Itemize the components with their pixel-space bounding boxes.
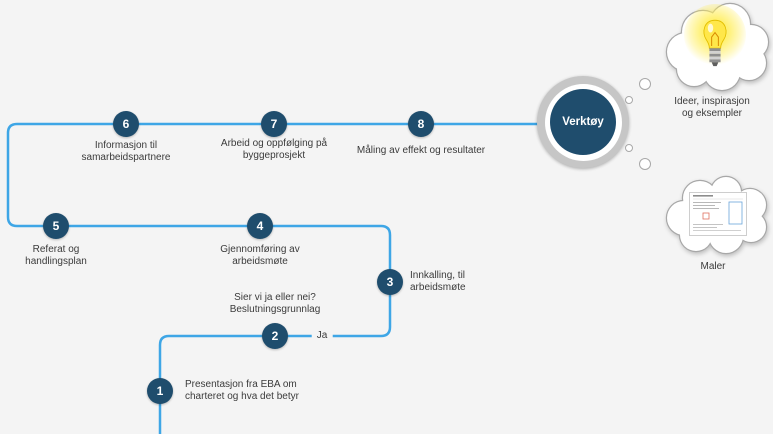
tools-hub: Verktøy (537, 76, 629, 168)
bulb-filament (711, 31, 719, 46)
step-4-label-line: Gjennomføring av (220, 244, 300, 255)
step-2-label-line: Sier vi ja eller nei? (234, 292, 316, 303)
step-6-number: 6 (122, 117, 130, 131)
step-3-label-line: Innkalling, til (410, 270, 466, 281)
step-6-label-line: Informasjon til (94, 140, 158, 151)
bulb-base-band (709, 51, 721, 54)
thumbnail-red-box (702, 212, 710, 220)
step-4-label: Gjennomføring av arbeidsmøte (220, 244, 299, 268)
process-flow-connector (6, 122, 545, 434)
step-5-number: 5 (52, 219, 60, 233)
thought-dots-ideas (625, 78, 651, 104)
thumbnail-blue-frame (728, 201, 743, 225)
step-7-label-line: Arbeid og oppfølging på (220, 138, 328, 149)
step-5-label-line: Referat og (32, 244, 80, 255)
step-8-label-line: Måling av effekt og resultater (356, 145, 486, 156)
step-3-label: Innkalling, til arbeidsmøte (410, 270, 466, 294)
thumbnail-text-line (693, 202, 721, 203)
step-4-label-line: arbeidsmøte (232, 256, 288, 267)
bulb-base-band (709, 48, 721, 52)
step-1-label-line: Presentasjon fra EBA om (185, 379, 297, 390)
thought-dot-small (625, 144, 633, 152)
step-5-node: 5 (43, 213, 69, 239)
bulb-tip (711, 62, 719, 67)
tools-hub-core: Verktøy (550, 89, 616, 155)
thumbnail-page (689, 192, 747, 236)
step-2-node: 2 (262, 323, 288, 349)
step-1-label-line: charteret og hva det betyr (185, 391, 299, 402)
template-document-icon (689, 192, 747, 236)
step-1-label: Presentasjon fra EBA om charteret og hva… (185, 379, 299, 403)
step-7-label: Arbeid og oppfølging på byggeprosjekt (221, 138, 327, 162)
step-8-number: 8 (417, 117, 425, 131)
step-6-label-line: samarbeidspartnere (81, 152, 171, 163)
step-5-label: Referat og handlingsplan (25, 244, 87, 268)
bulb-base-band (709, 56, 721, 60)
bulb-base-band (709, 59, 721, 63)
step-1-number: 1 (156, 384, 164, 398)
thumbnail-text-line (693, 227, 717, 228)
step-2-label: Sier vi ja eller nei? Beslutningsgrunnla… (230, 292, 321, 316)
step-3-number: 3 (386, 275, 394, 289)
step-3-node: 3 (377, 269, 403, 295)
ideas-bubble-label: Ideer, inspirasjon og eksempler (674, 96, 750, 120)
step-1-node: 1 (147, 378, 173, 404)
bulb-base-band (709, 53, 721, 57)
step-4-node: 4 (247, 213, 273, 239)
ideas-bubble-label-line: Ideer, inspirasjon (674, 96, 750, 107)
step-6-label: Informasjon til samarbeidspartnere (82, 140, 171, 164)
step-8-node: 8 (408, 111, 434, 137)
thumbnail-text-line (693, 205, 715, 206)
thumbnail-title-line (693, 195, 713, 197)
step-4-number: 4 (256, 219, 264, 233)
ideas-bubble-label-line: og eksempler (681, 108, 743, 119)
templates-bubble-label: Maler (700, 261, 725, 273)
thumbnail-text-line (693, 224, 723, 225)
tools-hub-inner-ring: Verktøy (544, 83, 622, 161)
step-7-number: 7 (270, 117, 278, 131)
step-8-label: Måling av effekt og resultater (357, 145, 485, 157)
templates-bubble-label-line: Maler (700, 261, 726, 272)
decision-yes-label: Ja (311, 330, 333, 342)
thumbnail-text-line (693, 230, 741, 231)
thought-dot-large (639, 78, 651, 90)
step-2-label-line: Beslutningsgrunnlag (229, 304, 321, 315)
step-7-node: 7 (261, 111, 287, 137)
lightbulb-icon (703, 19, 727, 67)
step-3-label-line: arbeidsmøte (410, 282, 466, 293)
step-2-number: 2 (271, 329, 279, 343)
step-7-label-line: byggeprosjekt (242, 150, 306, 161)
step-6-node: 6 (113, 111, 139, 137)
thought-dot-small (625, 96, 633, 104)
thumbnail-text-line (693, 208, 719, 209)
step-5-label-line: handlingsplan (25, 256, 87, 267)
bulb-glass (703, 19, 727, 49)
tools-hub-label: Verktøy (562, 116, 604, 128)
thought-dot-large (639, 158, 651, 170)
thought-dots-templates (625, 144, 651, 170)
bulb-highlight (707, 23, 714, 33)
